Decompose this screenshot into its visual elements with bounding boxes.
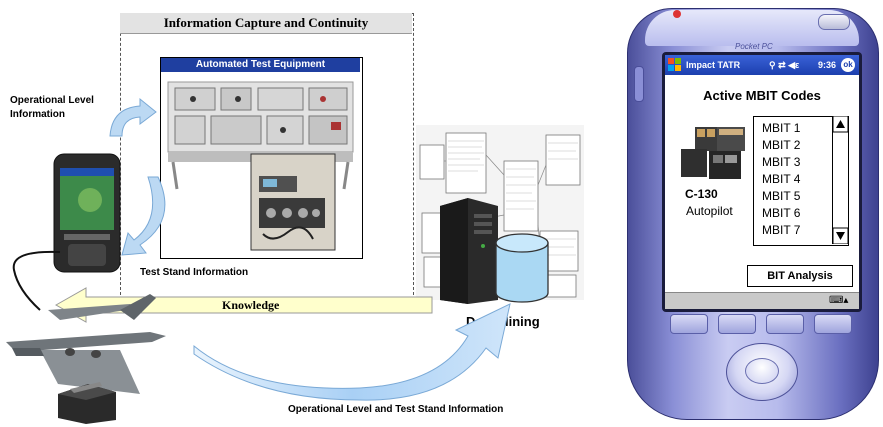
screen-heading: Active MBIT Codes — [703, 88, 821, 103]
keyboard-icon[interactable]: ⌨▴ — [829, 295, 849, 306]
test-stand-label: Test Stand Information — [140, 267, 249, 278]
mbit-list-item[interactable]: MBIT 7 — [762, 223, 801, 237]
flight-box-image — [58, 382, 116, 424]
c130-aircraft-image — [6, 294, 166, 394]
power-led — [673, 10, 681, 18]
mbit-list-item[interactable]: MBIT 1 — [762, 121, 801, 135]
side-volume-button[interactable] — [634, 66, 644, 102]
bit-analysis-button[interactable]: BIT Analysis — [747, 265, 853, 287]
device-cable — [12, 250, 61, 311]
ate-title: Automated Test Equipment — [161, 58, 360, 72]
knowledge-arrow — [54, 287, 433, 323]
flow-arrow — [193, 303, 511, 401]
mbit-list-item[interactable]: MBIT 4 — [762, 172, 801, 186]
mbit-list-item[interactable]: MBIT 3 — [762, 155, 801, 169]
autopilot-units-image — [681, 127, 745, 179]
device-model: C-130 — [685, 187, 718, 201]
scroll-up-icon — [836, 120, 845, 128]
mbit-listbox[interactable]: MBIT 1 MBIT 2 MBIT 3 MBIT 4 MBIT 5 MBIT … — [753, 116, 849, 246]
bottom-flow-label: Operational Level and Test Stand Informa… — [288, 404, 504, 415]
operational-arrow — [109, 97, 157, 137]
connectivity-icon[interactable]: ⚲ ⇄ ◀ε — [769, 60, 800, 70]
test-stand-arrow — [121, 176, 166, 256]
hardware-inbox-button[interactable] — [814, 314, 852, 334]
hardware-start-button[interactable] — [670, 314, 708, 334]
mbit-list-item[interactable]: MBIT 2 — [762, 138, 801, 152]
screen-menu-bar: ⌨▴ — [665, 292, 859, 309]
hardware-calendar-button[interactable] — [718, 314, 756, 334]
ok-button[interactable]: ok — [841, 58, 855, 72]
navigation-pad-center[interactable] — [745, 358, 779, 384]
hardware-button-row — [670, 314, 858, 334]
knowledge-label: Knowledge — [222, 298, 280, 312]
mbit-list-item[interactable]: MBIT 5 — [762, 189, 801, 203]
clock: 9:36 — [818, 60, 837, 70]
app-title: Impact TATR — [686, 60, 741, 70]
handheld-device — [53, 153, 121, 273]
mbit-scrollbar[interactable] — [832, 115, 849, 245]
pocket-pc-brand: Pocket PC — [735, 42, 773, 51]
mbit-list-item[interactable]: MBIT 6 — [762, 206, 801, 220]
hardware-contacts-button[interactable] — [766, 314, 804, 334]
ate-rack-image — [167, 81, 354, 251]
panel-title: Information Capture and Continuity — [120, 13, 412, 34]
windows-start-icon[interactable] — [668, 58, 682, 72]
device-name: Autopilot — [686, 204, 733, 218]
operational-level-label: Operational Level Information — [10, 95, 94, 120]
server-tower-icon — [440, 198, 498, 304]
database-cylinder-icon — [495, 233, 549, 303]
stylus-slot — [818, 14, 850, 30]
screen-title-bar: Impact TATR ⚲ ⇄ ◀ε 9:36 ok — [665, 55, 859, 75]
scroll-down-icon — [836, 232, 845, 240]
